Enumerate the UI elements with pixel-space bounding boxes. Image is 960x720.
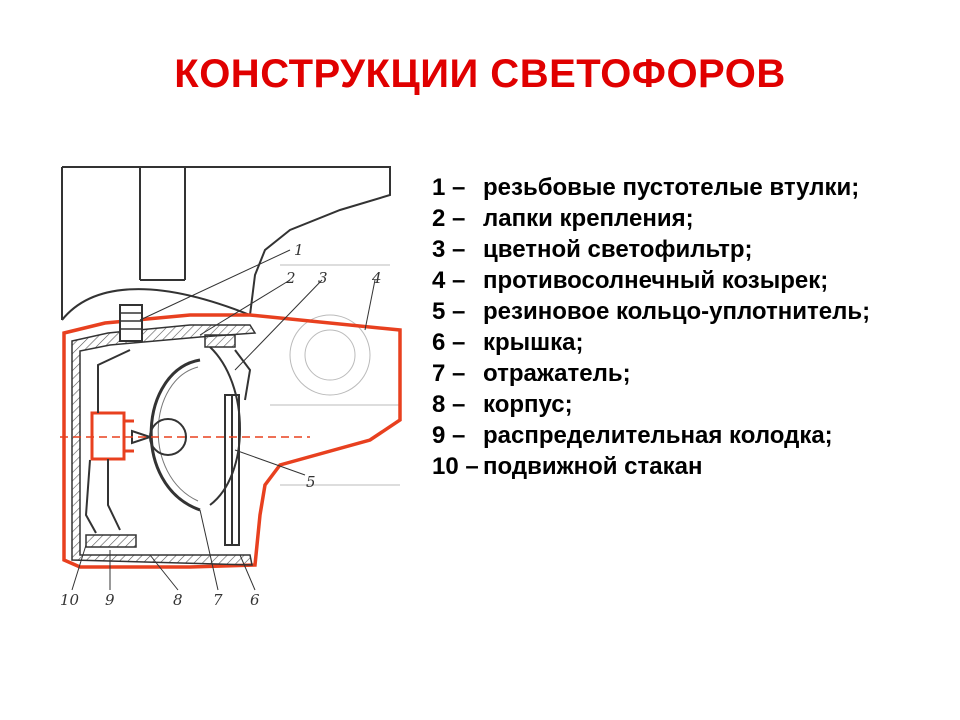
legend-num: 7 –	[432, 360, 466, 387]
legend-text: противосолнечный козырек;	[483, 267, 829, 294]
legend-text: цветной светофильтр;	[483, 236, 753, 263]
legend-text: подвижной стакан	[483, 453, 703, 480]
callout-10: 10	[60, 591, 80, 609]
legend-num: 10 –	[432, 453, 479, 480]
parts-legend: 1 – резьбовые пустотелые втулки; 2 – лапки…	[432, 172, 932, 482]
legend-item: 7 – отражатель;	[432, 358, 932, 389]
legend-num: 9 –	[432, 422, 466, 449]
slide-title: КОНСТРУКЦИИ СВЕТОФОРОВ	[174, 52, 786, 96]
legend-text: лапки крепления;	[483, 205, 694, 232]
color-filter	[204, 334, 241, 506]
legend-num: 1 –	[432, 174, 466, 201]
callout-9: 9	[105, 591, 115, 609]
callout-2: 2	[285, 269, 296, 287]
callout-3: 3	[318, 269, 328, 287]
legend-num: 8 –	[432, 391, 466, 418]
legend-item: 10 –подвижной стакан	[432, 451, 932, 482]
legend-num: 2 –	[432, 205, 466, 232]
legend-item: 5 – резиновое кольцо-уплотнитель;	[432, 296, 932, 327]
legend-text: распределительная колодка;	[483, 422, 833, 449]
callout-4: 4	[371, 269, 382, 287]
callout-8: 8	[173, 591, 183, 609]
legend-text: резьбовые пустотелые втулки;	[483, 174, 860, 201]
callout-1: 1	[294, 241, 304, 259]
legend-num: 6 –	[432, 329, 466, 356]
holder-bracket	[84, 349, 131, 534]
legend-item: 4 – противосолнечный козырек;	[432, 265, 932, 296]
legend-item: 9 – распределительная колодка;	[432, 420, 932, 451]
housing-outline	[62, 313, 402, 569]
legend-item: 6 – крышка;	[432, 327, 932, 358]
legend-item: 3 – цветной светофильтр;	[432, 234, 932, 265]
callout-5: 5	[306, 473, 316, 491]
leader-lines	[71, 249, 376, 591]
reflector-inner	[157, 366, 199, 502]
legend-text: резиновое кольцо-уплотнитель;	[483, 298, 871, 325]
legend-num: 3 –	[432, 236, 466, 263]
housing-wall	[71, 324, 257, 566]
legend-text: корпус;	[483, 391, 573, 418]
legend-item: 1 – резьбовые пустотелые втулки;	[432, 172, 932, 203]
upper-bracket	[61, 166, 391, 321]
legend-item: 2 – лапки крепления;	[432, 203, 932, 234]
door-cover	[224, 349, 252, 546]
callout-6: 6	[250, 591, 260, 609]
terminal-block	[85, 534, 137, 548]
background-sketch	[270, 264, 400, 486]
callout-7: 7	[213, 591, 223, 609]
traffic-light-section-drawing: 1 2 3 4 5 6 7 8 9 10	[60, 166, 402, 609]
lamp-holder	[90, 411, 134, 461]
legend-num: 4 –	[432, 267, 466, 294]
legend-text: крышка;	[483, 329, 584, 356]
threaded-bushing	[119, 304, 143, 342]
legend-item: 8 – корпус;	[432, 389, 932, 420]
legend-num: 5 –	[432, 298, 466, 325]
legend-text: отражатель;	[483, 360, 631, 387]
